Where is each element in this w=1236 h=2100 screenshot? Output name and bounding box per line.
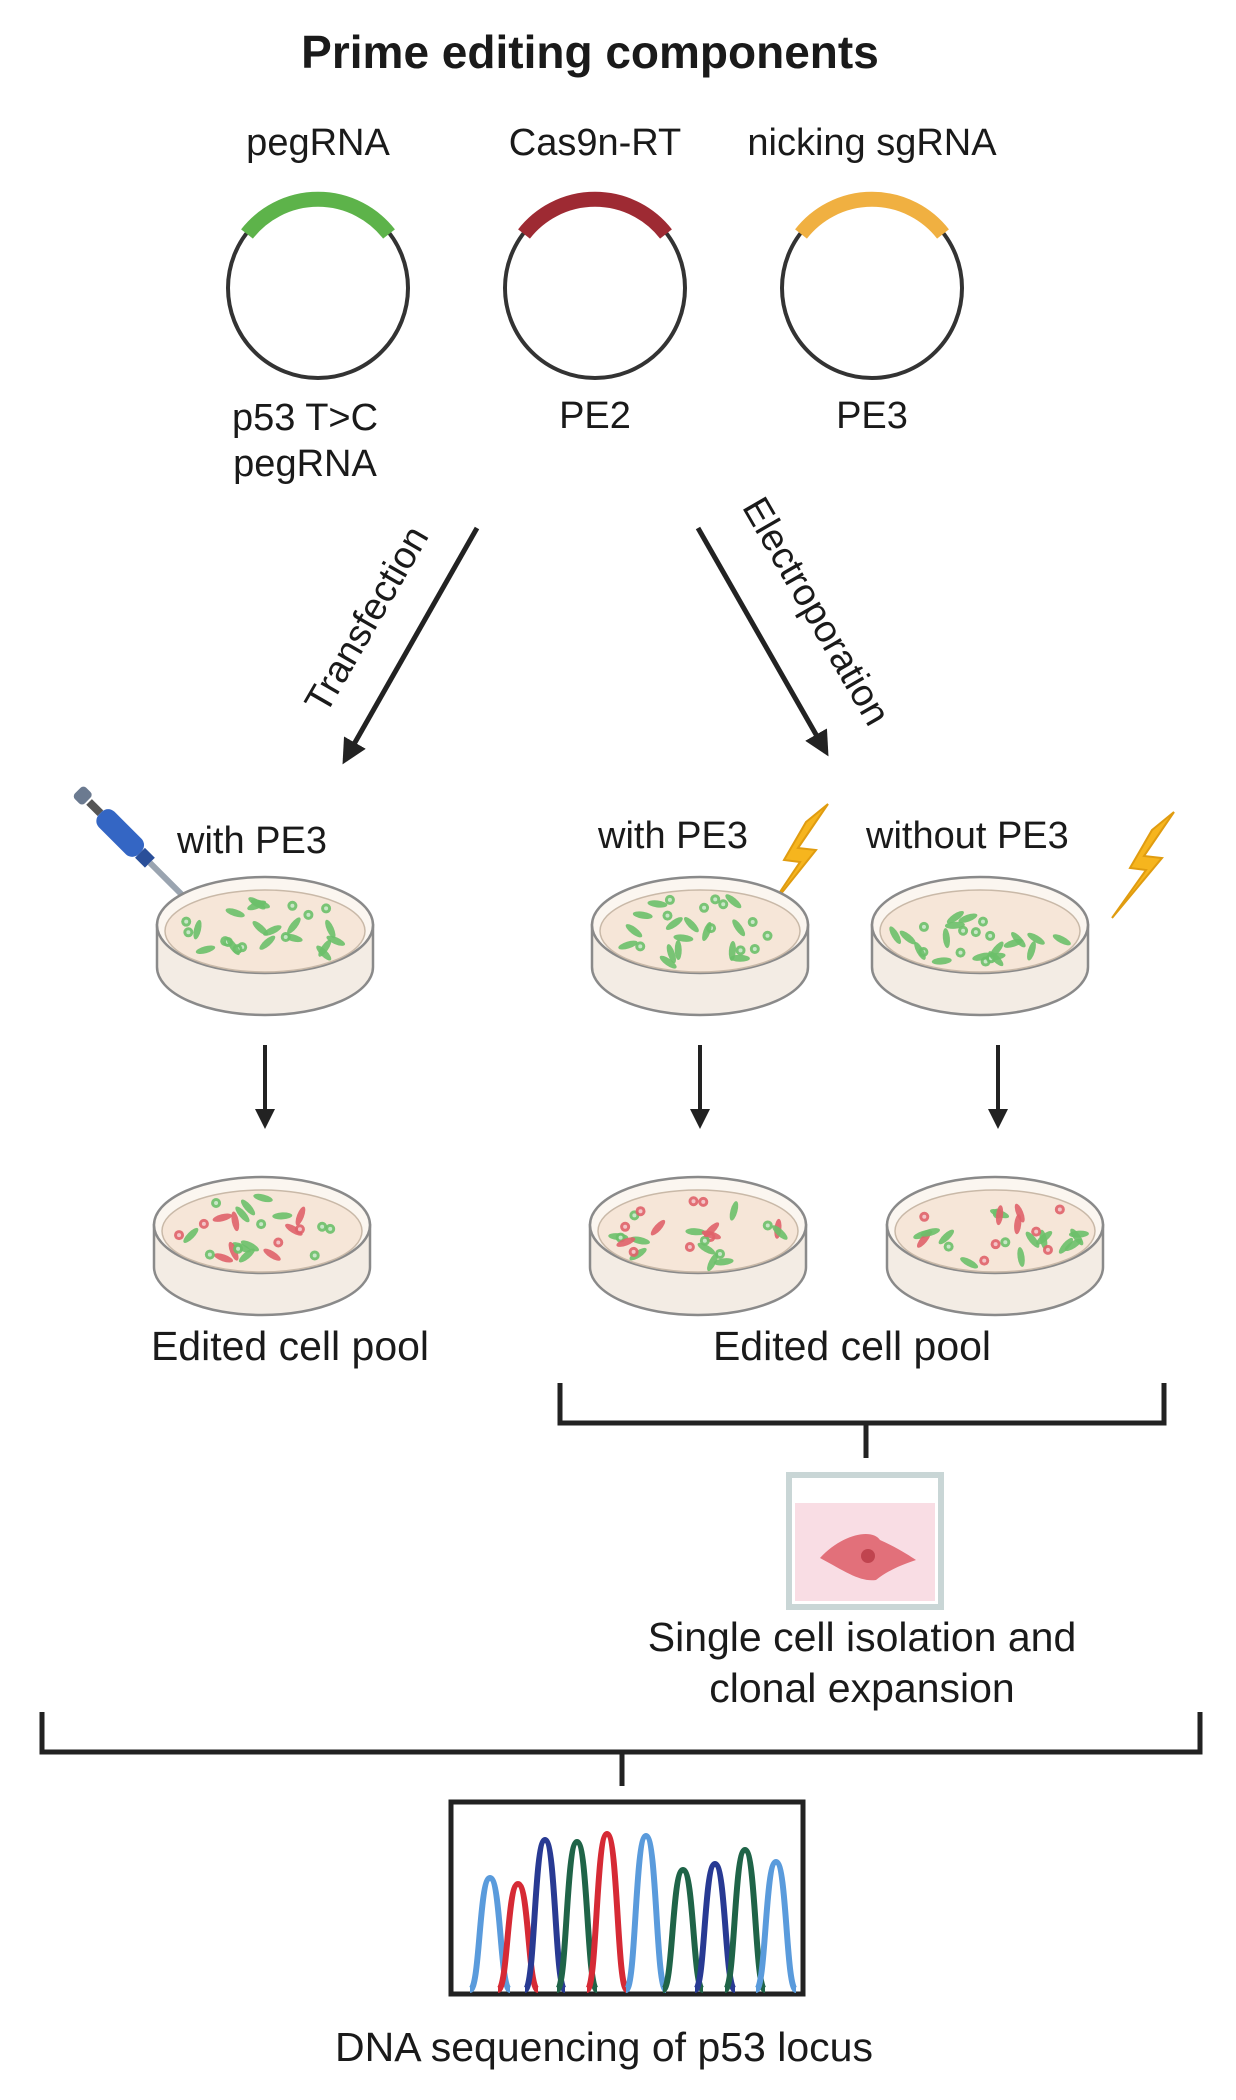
chromatogram-peak — [722, 1846, 768, 1993]
pe2-label: PE2 — [559, 395, 631, 437]
edited-petri-dish — [588, 1175, 808, 1317]
lightning-bolt-icon — [1111, 811, 1175, 919]
condition-left-label: with PE3 — [177, 820, 327, 862]
condition-middle-label: with PE3 — [598, 815, 748, 857]
chromatogram-peak — [692, 1860, 738, 1993]
plasmid-cas9n-rt — [503, 191, 687, 380]
chromatogram-peak — [584, 1830, 630, 1993]
chromatogram-peak — [623, 1832, 669, 1993]
electroporation-arrow — [695, 526, 829, 757]
petri-dish — [590, 875, 810, 1017]
edited-petri-dish — [885, 1175, 1105, 1317]
plasmid-nicking-sgrna — [780, 191, 964, 380]
cas9n-rt-label: Cas9n-RT — [508, 122, 682, 164]
pegrna-label: pegRNA — [246, 122, 390, 164]
edited-petri-dish — [152, 1175, 372, 1317]
bracket-edited-pools — [557, 1383, 1167, 1458]
chromatogram-peak — [522, 1836, 568, 1993]
chromatogram-peak — [660, 1866, 706, 1993]
edited-pool-left-label: Edited cell pool — [150, 1323, 430, 1369]
isolation-label: Single cell isolation and clonal expansi… — [647, 1614, 1077, 1712]
transfection-arrow — [342, 526, 480, 765]
single-cell-well — [786, 1472, 944, 1610]
nicking-sgrna-label: nicking sgRNA — [747, 122, 997, 164]
condition-right-label: without PE3 — [866, 815, 1069, 857]
page-title: Prime editing components — [301, 26, 879, 78]
petri-dish — [870, 875, 1090, 1017]
lightning-bolt-icon — [767, 803, 829, 911]
chromatogram-traces — [467, 1830, 799, 1993]
petri-dish — [155, 875, 375, 1017]
plasmid-pegrna — [226, 191, 410, 380]
pe3-label: PE3 — [836, 395, 908, 437]
edited-pool-right-label: Edited cell pool — [712, 1323, 992, 1369]
chromatogram-peak — [753, 1858, 799, 1993]
bracket-all — [39, 1712, 1203, 1786]
chromatogram-peak — [554, 1838, 600, 1993]
p53-pegrna-label: p53 T>C pegRNA — [231, 397, 379, 486]
sequencing-label: DNA sequencing of p53 locus — [335, 2024, 873, 2070]
